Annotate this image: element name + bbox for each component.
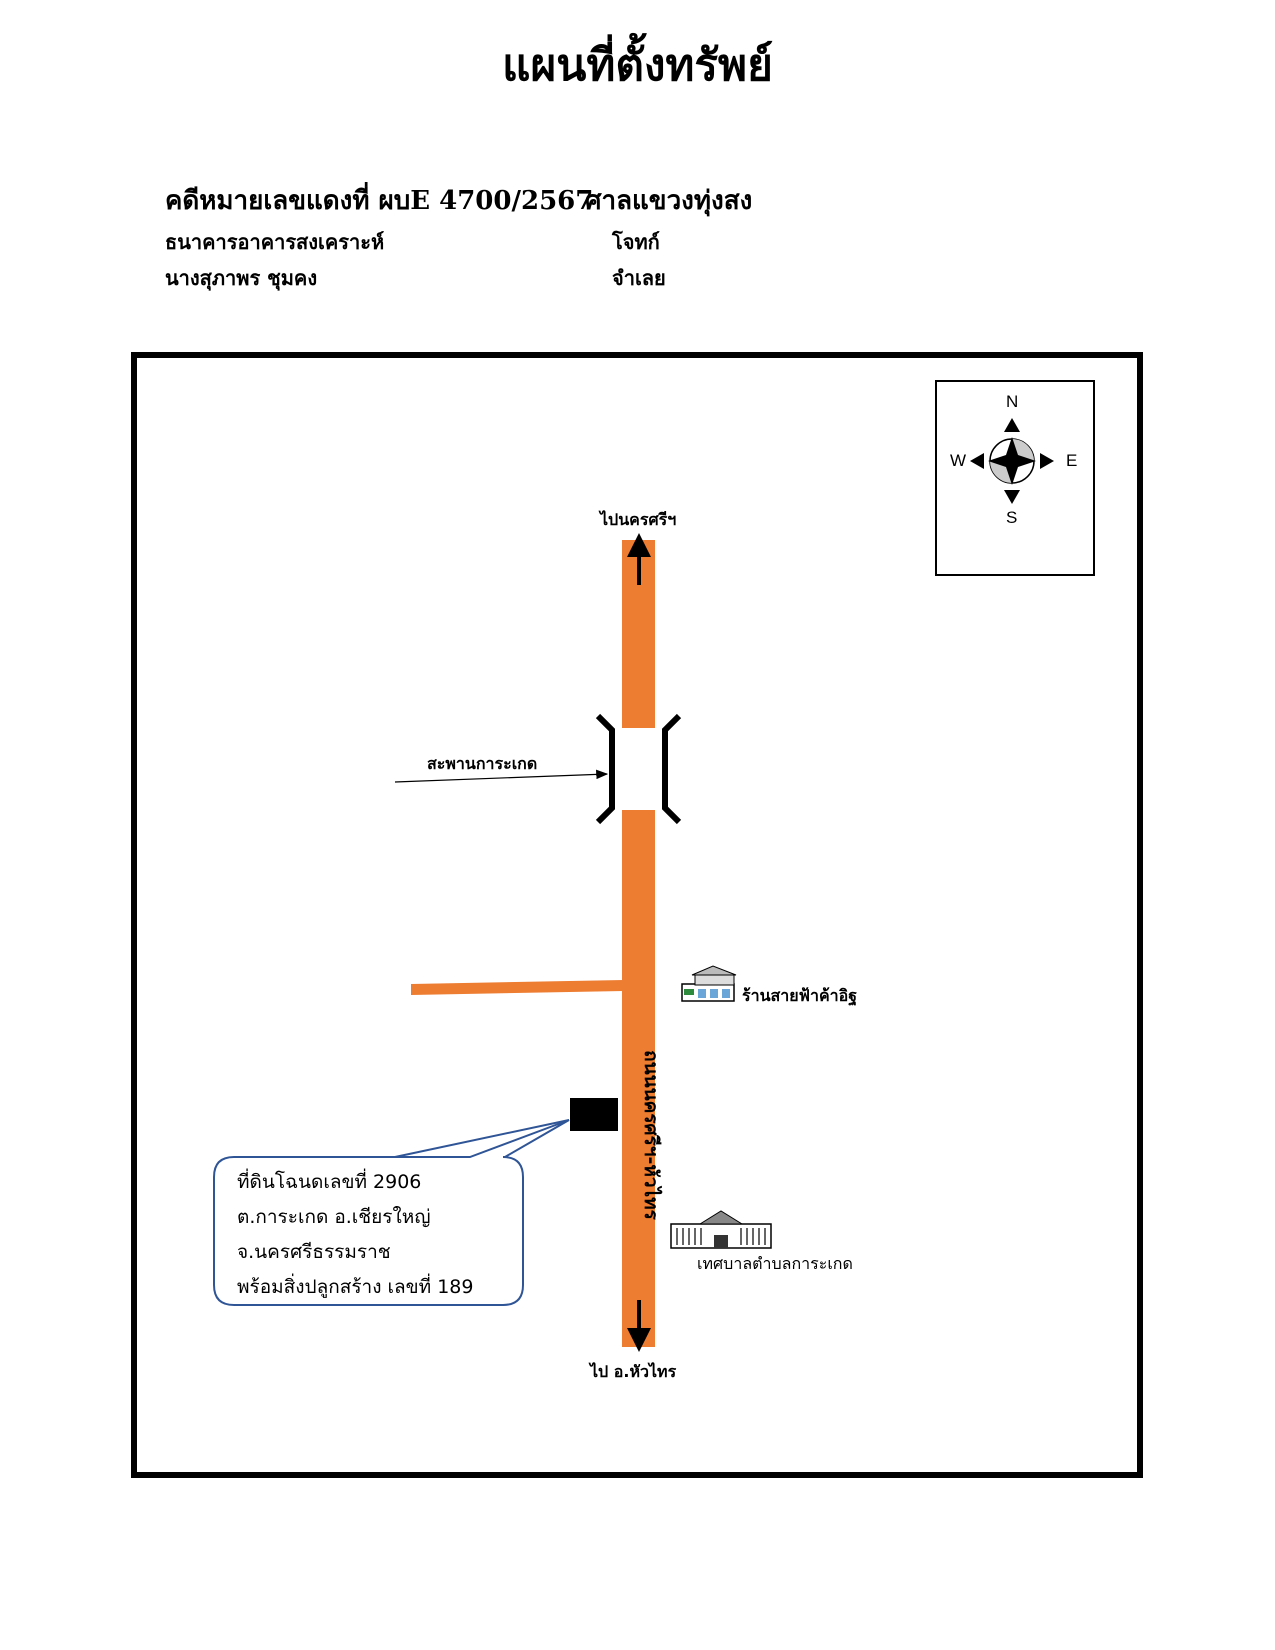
to-north-label: ไปนครศรีฯ [600,510,677,529]
callout-line: ต.การะเกด อ.เชียรใหญ่ [237,1206,431,1228]
compass-north: N [1006,392,1019,411]
municipality-building-icon [670,1210,772,1249]
main-road-south [622,810,655,1347]
case-number: คดีหมายเลขแดงที่ ผบE 4700/2567 [165,186,594,216]
bridge-pointer-arrow [394,769,609,783]
to-south-label: ไป อ.หัวไทร [590,1362,677,1381]
municipality-label: เทศบาลตำบลการะเกด [697,1254,853,1273]
bridge-symbol [595,713,682,825]
side-road [411,980,624,995]
property-callout-bubble [213,1119,570,1306]
page-title: แผนที่ตั้งทรัพย์ [502,40,773,91]
shop-label: ร้านสายฟ้าค้าอิฐ [742,986,858,1005]
callout-line: พร้อมสิ่งปลูกสร้าง เลขที่ 189 [237,1276,474,1298]
callout-line: ที่ดินโฉนดเลขที่ 2906 [237,1171,422,1193]
compass-south: S [1006,508,1018,527]
map-frame [131,352,1143,1478]
compass-east: E [1066,451,1078,470]
compass-west: W [950,451,967,470]
bridge-label: สะพานการะเกด [427,754,538,773]
case-header: คดีหมายเลขแดงที่ ผบE 4700/2567 ศาลแขวงทุ… [165,180,752,221]
plaintiff-role: โจทก์ [612,230,660,254]
callout-leader-line [394,1119,570,1158]
property-marker [570,1098,618,1131]
plaintiff-name: ธนาคารอาคารสงเคราะห์ [165,230,385,254]
defendant-name: นางสุภาพร ชุมคง [165,266,318,290]
defendant-role: จำเลย [612,266,666,290]
road-name-label: ถนนนครศรีฯ-หัวไทร [640,1050,662,1220]
shop-building-icon [681,965,737,1002]
callout-line: จ.นครศรีธรรมราช [237,1241,391,1263]
property-callout-text: ที่ดินโฉนดเลขที่ 2906 ต.การะเกด อ.เชียรใ… [237,1165,474,1305]
court-name: ศาลแขวงทุ่งสง [585,186,753,216]
